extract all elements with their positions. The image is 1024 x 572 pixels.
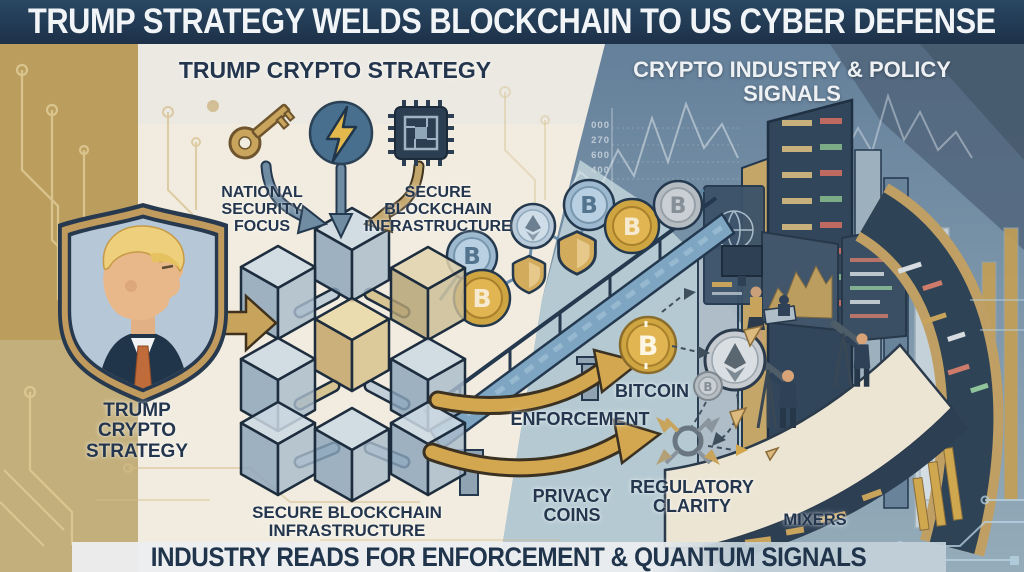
privacy-coins-arrow — [422, 418, 663, 478]
svg-text:B: B — [472, 284, 491, 313]
axis-tick: 270 — [591, 135, 610, 146]
shield-badge-icon — [511, 254, 547, 295]
curved-ticker-ribbon — [854, 183, 1004, 557]
bitcoin-coin-icon: B — [652, 179, 704, 231]
blockchain-cubes — [239, 206, 467, 503]
right-section-title: CRYPTO INDUSTRY & POLICY SIGNALS — [633, 57, 951, 106]
trump-shield-icon — [58, 203, 278, 404]
privacy-coin-icon: B — [693, 371, 723, 401]
axis-tick: 000 — [591, 120, 610, 131]
bitcoin-coin-icon: B — [452, 268, 512, 328]
top-banner: TRUMP STRATEGY WELDS BLOCKCHAIN TO US CY… — [0, 0, 1024, 44]
label-secure-blockchain-top: SECURE BLOCKCHAIN INFRASTRUCTURE — [364, 184, 512, 236]
svg-text:B: B — [670, 194, 687, 219]
top-banner-text: TRUMP STRATEGY WELDS BLOCKCHAIN TO US CY… — [28, 2, 996, 41]
label-secure-blockchain-bottom: SECURE BLOCKCHAIN INFRASTRUCTURE — [252, 503, 442, 541]
ethereum-coin-icon — [509, 202, 557, 250]
label-regulatory-clarity: REGULATORY CLARITY — [630, 477, 754, 517]
label-mixers: MIXERS — [783, 511, 847, 529]
svg-text:B: B — [703, 380, 712, 394]
svg-text:B: B — [463, 244, 481, 270]
flow-arrows — [260, 160, 425, 240]
label-privacy-coins: PRIVACY COINS — [532, 486, 612, 526]
signal-dashed-arrows — [661, 295, 740, 451]
label-shield-caption: TRUMP CRYPTO STRATEGY — [85, 400, 189, 462]
svg-text:B: B — [580, 193, 598, 219]
paper-kite-icons — [729, 324, 780, 462]
svg-text:B: B — [638, 331, 659, 362]
bottom-banner-text: INDUSTRY READS FOR ENFORCEMENT & QUANTUM… — [151, 541, 867, 572]
background-chart-axis-ticks: 000 270 600 400 — [578, 120, 610, 176]
axis-tick: 400 — [591, 165, 610, 176]
bottom-banner: INDUSTRY READS FOR ENFORCEMENT & QUANTUM… — [72, 542, 946, 572]
telescope-observer-icon — [830, 320, 871, 387]
label-enforcement: ENFORCEMENT — [510, 409, 650, 429]
chip-icon — [388, 100, 454, 166]
bitcoin-coin-icon: B — [603, 197, 661, 255]
left-section-title: TRUMP CRYPTO STRATEGY — [178, 57, 492, 83]
mixer-icon — [656, 417, 720, 465]
label-bitcoin: BITCOIN — [615, 381, 689, 401]
lightning-icon — [308, 100, 374, 166]
svg-text:B: B — [623, 213, 641, 241]
signal-arrowheads — [684, 288, 748, 456]
bitcoin-coin-icon: B — [562, 178, 616, 232]
key-icon — [228, 103, 296, 160]
shield-badge-icon — [557, 229, 597, 276]
axis-tick: 600 — [591, 150, 610, 161]
bitcoin-coin-icon: B — [618, 315, 678, 375]
label-national-security-focus: NATIONAL SECURITY FOCUS — [221, 184, 303, 236]
